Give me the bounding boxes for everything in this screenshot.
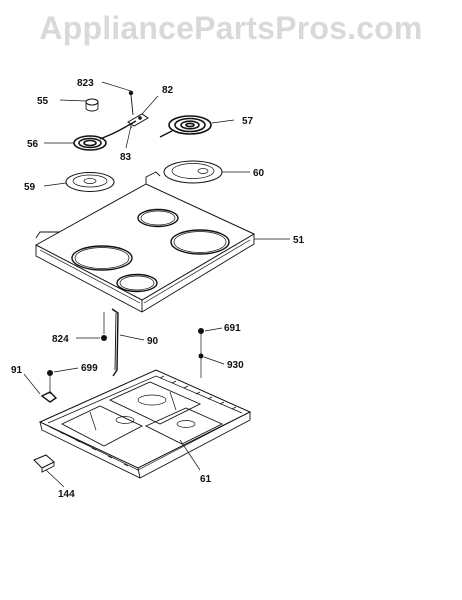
- part-56-small-surface-element: [73, 129, 121, 151]
- label-82: 82: [162, 85, 174, 96]
- leader-lines: [23, 81, 290, 488]
- part-61-burner-box: [38, 369, 252, 479]
- label-59: 59: [24, 182, 36, 193]
- part-59-small-drip-pan: [65, 172, 115, 192]
- label-60: 60: [253, 168, 265, 179]
- part-699-screw: [47, 370, 53, 394]
- part-823-screw: [128, 90, 134, 116]
- label-56: 56: [27, 139, 39, 150]
- part-691-screw: [198, 328, 204, 378]
- part-82-terminal-block: [119, 113, 149, 131]
- part-90-support-rod: [111, 308, 119, 377]
- label-144: 144: [58, 489, 75, 500]
- label-930: 930: [227, 360, 244, 371]
- part-55-cap: [85, 98, 99, 112]
- part-60-large-drip-pan: [163, 160, 223, 184]
- part-91-clip: [40, 391, 58, 403]
- label-55: 55: [37, 96, 49, 107]
- part-57-large-surface-element: [159, 115, 212, 138]
- label-699: 699: [81, 363, 98, 374]
- label-83: 83: [120, 152, 132, 163]
- label-691: 691: [224, 323, 241, 334]
- part-824-screw: [101, 312, 107, 341]
- part-930-washer: [198, 353, 204, 359]
- label-823: 823: [77, 78, 94, 89]
- label-824: 824: [52, 334, 69, 345]
- part-144-bracket: [33, 454, 55, 473]
- label-61: 61: [200, 474, 212, 485]
- part-51-cooktop: [34, 171, 256, 313]
- label-51: 51: [293, 235, 305, 246]
- watermark-logo: AppliancePartsPros.com: [39, 10, 423, 46]
- label-57: 57: [242, 116, 254, 127]
- label-90: 90: [147, 336, 159, 347]
- label-91: 91: [11, 365, 23, 376]
